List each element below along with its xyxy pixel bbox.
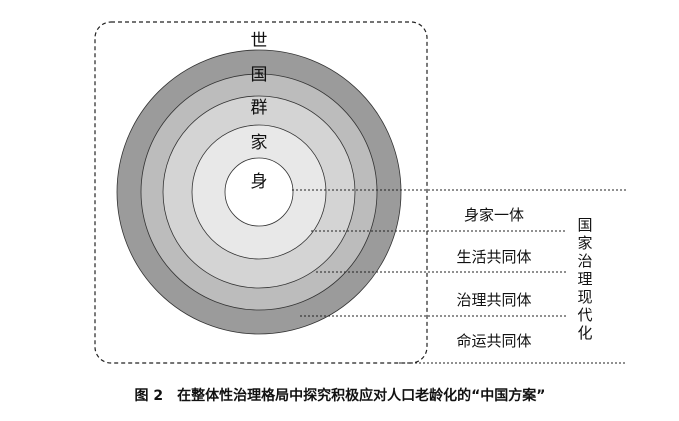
vertical-char-3: 治 (577, 252, 592, 270)
vertical-char-4: 理 (577, 270, 592, 288)
dashed-frame (94, 21, 428, 364)
vertical-char-6: 代 (577, 306, 592, 324)
figure-caption: 图 2 在整体性治理格局中探究积极应对人口老龄化的“中国方案” (134, 387, 545, 404)
vertical-char-2: 家 (577, 234, 592, 252)
ring-self (224, 157, 294, 227)
label-nation: 国 (251, 65, 268, 85)
label-family: 家 (251, 133, 268, 153)
community-label-3: 治理共同体 (456, 291, 531, 309)
community-label-2: 生活共同体 (456, 248, 531, 266)
vertical-char-1: 国 (577, 216, 592, 234)
label-world: 世 (251, 31, 268, 51)
vertical-char-5: 现 (577, 288, 592, 306)
community-label-1: 身家一体 (464, 206, 524, 224)
community-label-4: 命运共同体 (456, 332, 531, 350)
label-group: 群 (251, 98, 268, 118)
label-self: 身 (251, 172, 268, 192)
vertical-char-7: 化 (577, 324, 592, 342)
vertical-label: 国 家 治 理 现 代 化 (577, 216, 592, 342)
